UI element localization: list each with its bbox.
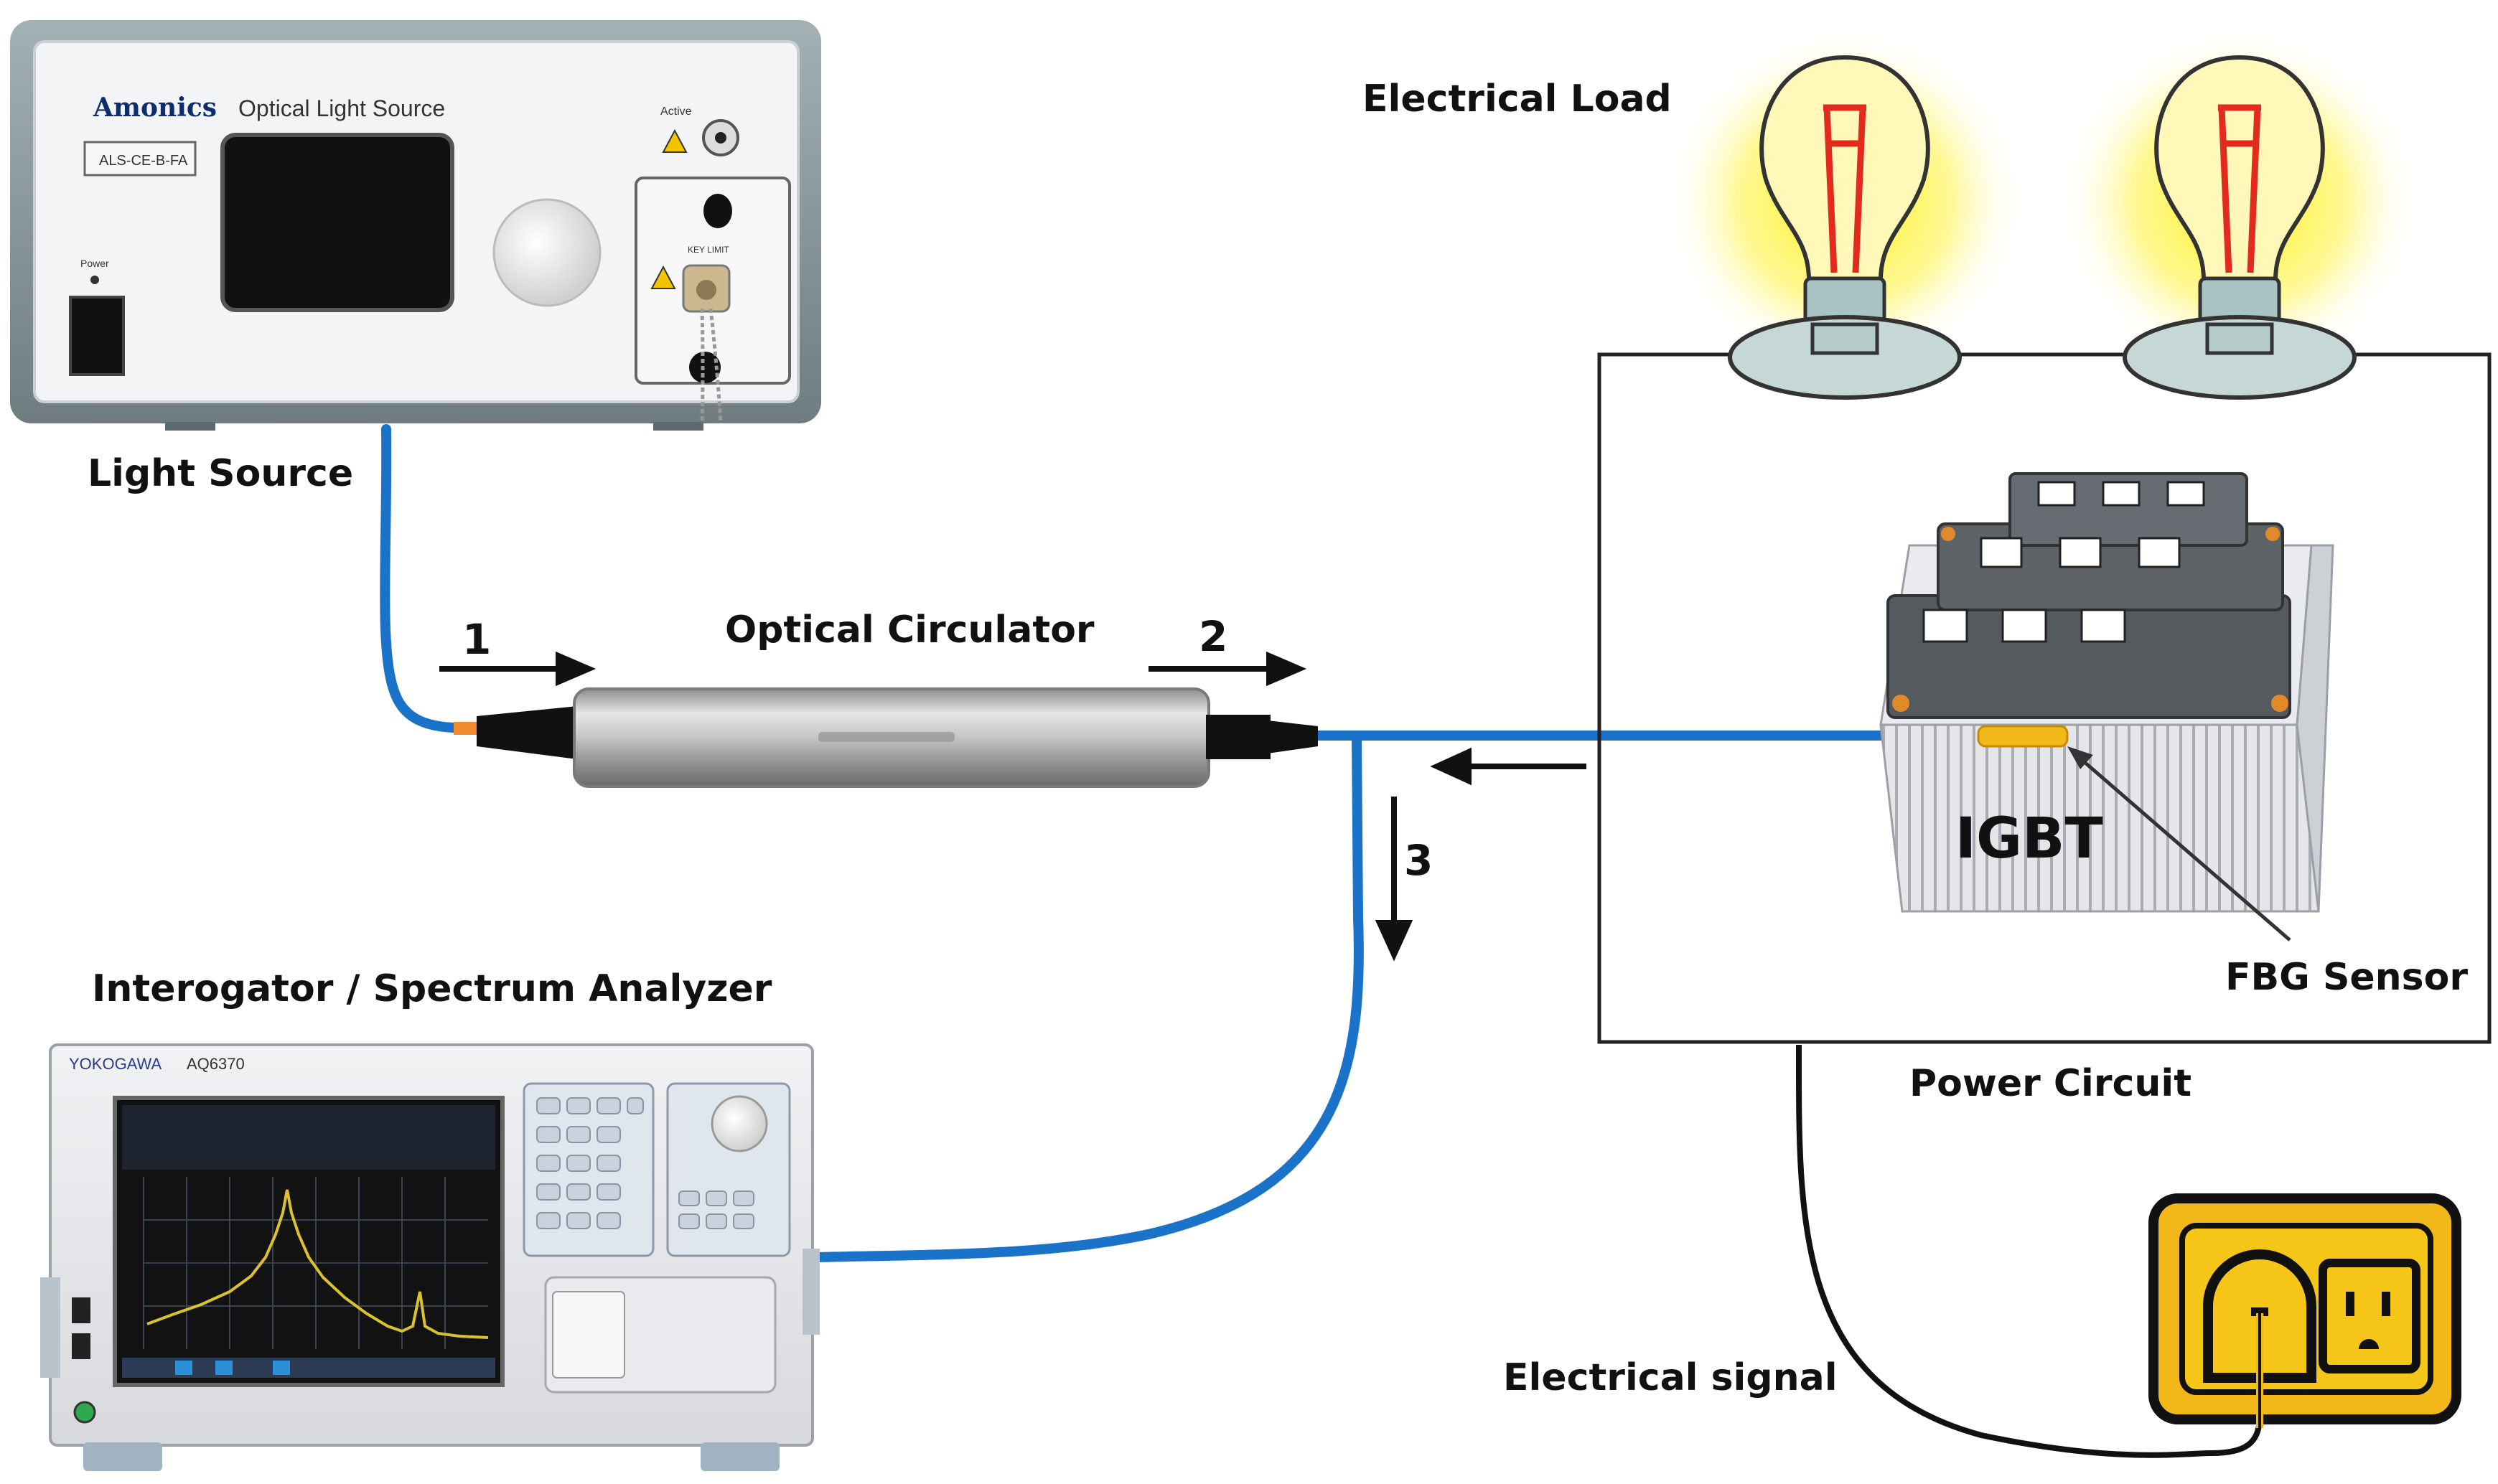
display-screen [220,133,454,312]
optical-circulator-device [454,687,1318,788]
panel-title: Optical Light Source [238,95,445,121]
port-arrows [439,651,1586,962]
model-plate: ALS-CE-B-FA [99,153,188,169]
spectrum-trace [146,1189,489,1339]
rotary-knob [711,1095,768,1152]
igbt-module [1879,472,2334,941]
spectrum-analyzer-device: YOKOGAWA AQ6370 [40,1043,820,1471]
port-1-label: 1 [462,615,492,664]
interrogator-label: Interogator / Spectrum Analyzer [92,967,772,1010]
brand-logo: Amonics [93,93,217,123]
fbg-sensor-pointer [2073,752,2291,941]
svg-text:KEY LIMIT: KEY LIMIT [688,245,729,255]
power-circuit-label: Power Circuit [1909,1062,2192,1105]
laser-warning-icon [662,128,688,153]
light-bulb-icon [2123,55,2357,400]
electrical-load-bulbs [1665,29,2419,400]
fiber-source-to-circulator [380,424,459,733]
power-circuit-box [1597,352,2492,1044]
power-socket-icon [2148,1193,2461,1428]
port-2-label: 2 [1199,612,1228,661]
fbg-sensor-label: FBG Sensor [2225,956,2468,999]
fiber-to-analyzer [813,734,1364,1262]
light-source-label: Light Source [88,452,354,495]
port-3-label: 3 [1404,836,1433,885]
light-source-device: Amonics Optical Light Source ALS-CE-B-FA… [10,20,821,431]
power-knob [492,198,602,307]
electrical-signal-label: Electrical signal [1503,1356,1838,1399]
svg-text:AQ6370: AQ6370 [187,1055,245,1073]
svg-text:Active: Active [660,105,692,118]
electrical-signal-cable [1795,1044,2263,1458]
power-indicator [73,1401,96,1424]
svg-text:Power: Power [80,258,109,269]
igbt-label: IGBT [1955,807,2103,871]
power-switch [69,296,125,376]
optical-circulator-label: Optical Circulator [725,609,1095,652]
electrical-load-label: Electrical Load [1362,78,1672,121]
svg-text:YOKOGAWA: YOKOGAWA [69,1055,162,1073]
key-warning-icon [650,265,676,289]
light-bulb-icon [1728,55,1962,400]
fbg-sensor [1977,725,2069,748]
output-port [703,194,732,228]
